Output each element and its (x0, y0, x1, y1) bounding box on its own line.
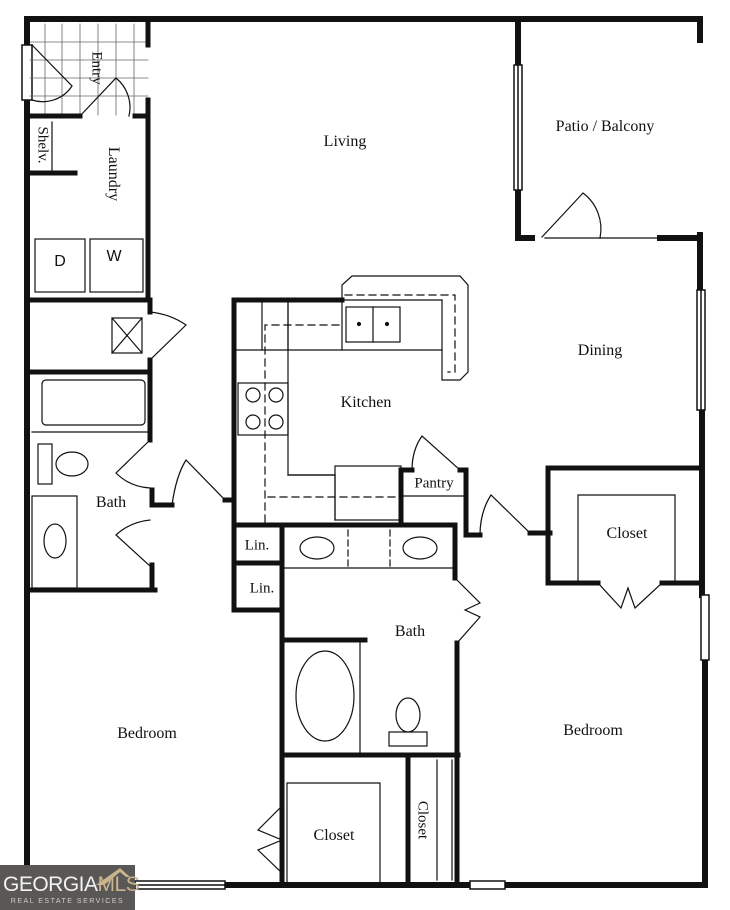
room-label-closet-right: Closet (606, 525, 648, 542)
room-label-dining: Dining (577, 342, 623, 359)
roof-icon (96, 868, 130, 885)
room-label-bedroom-left: Bedroom (117, 725, 177, 742)
logo-brand-mls: MLS (97, 873, 140, 896)
room-label-linen-1: Lin. (244, 537, 270, 554)
dryer-label: D (54, 253, 66, 270)
exterior-walls (24, 16, 708, 888)
room-label-laundry: Laundry (105, 146, 122, 202)
room-label-living: Living (323, 133, 367, 150)
room-label-closet-narrow: Closet (414, 800, 431, 840)
room-label-pantry: Pantry (414, 475, 454, 492)
room-label-bath-left: Bath (95, 494, 127, 511)
room-label-bath-center: Bath (394, 623, 426, 640)
room-label-bedroom-right: Bedroom (563, 722, 623, 739)
logo-brand: GEORGIAMLS (3, 873, 140, 897)
logo-tagline: REAL ESTATE SERVICES (10, 898, 125, 905)
room-label-patio: Patio / Balcony (555, 118, 655, 135)
georgia-mls-logo: GEORGIAMLS REAL ESTATE SERVICES (0, 865, 140, 910)
room-label-closet-bottom: Closet (313, 827, 355, 844)
room-label-shelves: Shelv. (34, 126, 51, 164)
room-label-entry: Entry (88, 51, 105, 85)
room-label-linen-2: Lin. (249, 580, 275, 597)
logo-brand-georgia: GEORGIA (3, 873, 98, 896)
room-label-kitchen: Kitchen (340, 394, 392, 411)
washer-label: W (106, 248, 122, 265)
